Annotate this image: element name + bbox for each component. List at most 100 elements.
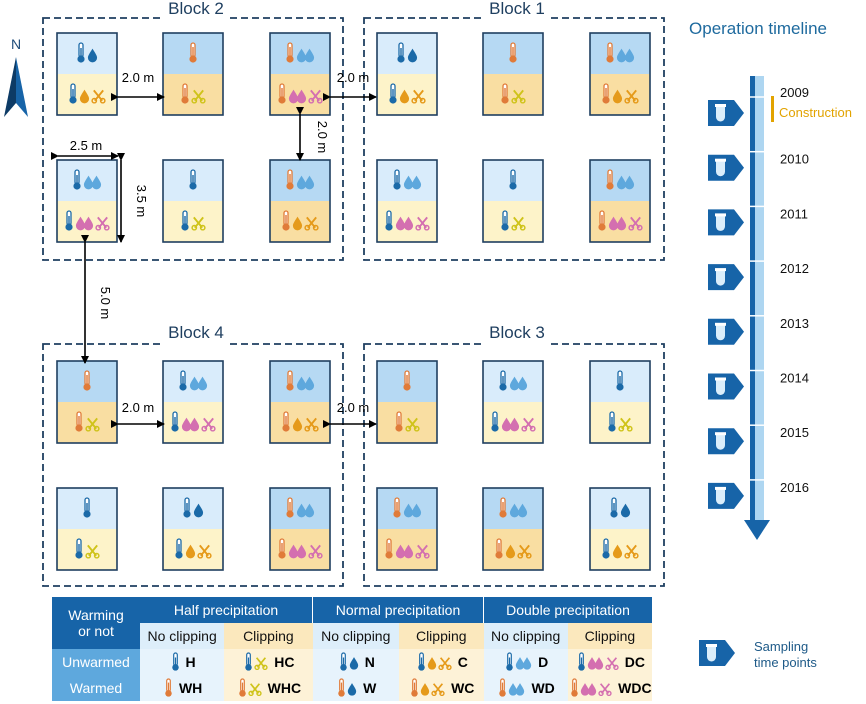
plot (162, 159, 224, 243)
timeline-arrowhead-icon (744, 520, 770, 540)
treatment-icons (82, 370, 92, 392)
treatment-code: W (363, 680, 377, 696)
plot-border (269, 487, 331, 571)
plot (56, 487, 118, 571)
thermometer-icon (499, 678, 507, 698)
treatment-icons (164, 678, 173, 698)
plot (589, 360, 651, 444)
drop-icon (515, 657, 525, 670)
plot-border (376, 360, 438, 444)
sampling-legend-line1: Sampling (754, 639, 808, 654)
treatment-icons (402, 370, 412, 392)
treatment-code: D (538, 654, 549, 670)
plot-top-half (57, 33, 117, 74)
blocks: Block 2 Block 1 Block 4 Block 3 (42, 0, 665, 587)
treatment-icons (82, 497, 92, 519)
treatment-code: WH (178, 680, 203, 696)
construction-marker (771, 96, 774, 122)
subheader-clipping: Clipping (224, 623, 313, 649)
plot-border (56, 487, 118, 571)
drop-icon (349, 657, 358, 670)
header-double-precipitation: Double precipitation (483, 597, 652, 623)
timeline-title: Operation timeline (689, 19, 827, 38)
plot (269, 487, 331, 571)
thermometer-icon (500, 83, 510, 105)
scissors-icon (254, 656, 269, 670)
plot (482, 159, 544, 243)
thermometer-icon (72, 169, 82, 191)
subheader-clipping: Clipping (399, 623, 484, 649)
spacing-label-block4: 2.0 m (122, 400, 155, 415)
thermometer-icon (188, 42, 198, 64)
thermometer-icon (498, 370, 508, 392)
sampling-marker-icon (708, 373, 744, 400)
treatment-cell: DC (567, 649, 652, 675)
treatment-code: WC (451, 680, 475, 696)
thermometer-icon (570, 678, 579, 698)
thermometer-icon (490, 411, 500, 433)
treatment-code: WD (531, 680, 555, 696)
timeline-year: 2016 (780, 480, 809, 495)
sampling-legend: Sampling time points (699, 639, 817, 670)
thermometer-icon (508, 169, 518, 191)
thermometer-icon (396, 42, 406, 64)
scissors-icon (604, 656, 619, 670)
thermometer-icon (609, 497, 619, 519)
thermometer-icon (597, 210, 607, 232)
treatment-icons (577, 652, 619, 672)
plot-bottom-half (377, 402, 437, 443)
thermometer-icon (281, 210, 291, 232)
thermometer-icon (188, 169, 198, 191)
thermometer-icon (417, 652, 426, 672)
header-normal-precipitation: Normal precipitation (312, 597, 484, 623)
plot (269, 159, 331, 243)
thermometer-icon (285, 169, 295, 191)
plot (376, 32, 438, 116)
block-1-title: Block 1 (489, 0, 545, 18)
treatment-icons (171, 652, 179, 672)
thermometer-icon (410, 678, 419, 698)
scissors-icon (247, 682, 262, 696)
treatment-code: C (457, 654, 468, 670)
treatment-icons (570, 678, 612, 698)
plot-border (376, 159, 438, 243)
plot-border (162, 487, 224, 571)
thermometer-icon (498, 497, 508, 519)
scissors-icon (598, 682, 612, 696)
drop-icon (347, 683, 357, 696)
header-half-precipitation: Half precipitation (140, 597, 313, 623)
thermometer-icon (277, 538, 287, 560)
thermometer-icon (605, 169, 615, 191)
thermometer-icon (339, 652, 348, 672)
sampling-marker-icon (708, 154, 744, 181)
plot-top-half (377, 33, 437, 74)
plot-border (589, 487, 651, 571)
plot (482, 360, 544, 444)
plot-bottom-half (57, 402, 117, 443)
plot-bottom-half (57, 529, 117, 570)
thermometer-icon (605, 42, 615, 64)
thermometer-icon (384, 210, 394, 232)
thermometer-icon (494, 538, 504, 560)
scissors-icon (431, 682, 445, 696)
sampling-marker-icon (708, 264, 744, 291)
treatment-icons (188, 169, 198, 191)
thermometer-icon (607, 411, 617, 433)
spacing-label-between-blocks-top: 2.0 m (337, 70, 370, 85)
thermometer-icon (178, 370, 188, 392)
plot (162, 487, 224, 571)
treatment-cell: W (312, 675, 399, 701)
spacing-label-between-blocks-bottom: 2.0 m (337, 400, 370, 415)
plot-border (589, 32, 651, 116)
timeline-year: 2013 (780, 316, 809, 331)
plot-height-label: 3.5 m (134, 185, 149, 218)
timeline-year: 2009 (780, 85, 809, 100)
plot (589, 487, 651, 571)
plot-top-half (590, 488, 650, 529)
plot (162, 32, 224, 116)
plot (482, 32, 544, 116)
thermometer-icon (384, 538, 394, 560)
treatment-cell: C (399, 649, 484, 675)
thermometer-icon (402, 370, 412, 392)
